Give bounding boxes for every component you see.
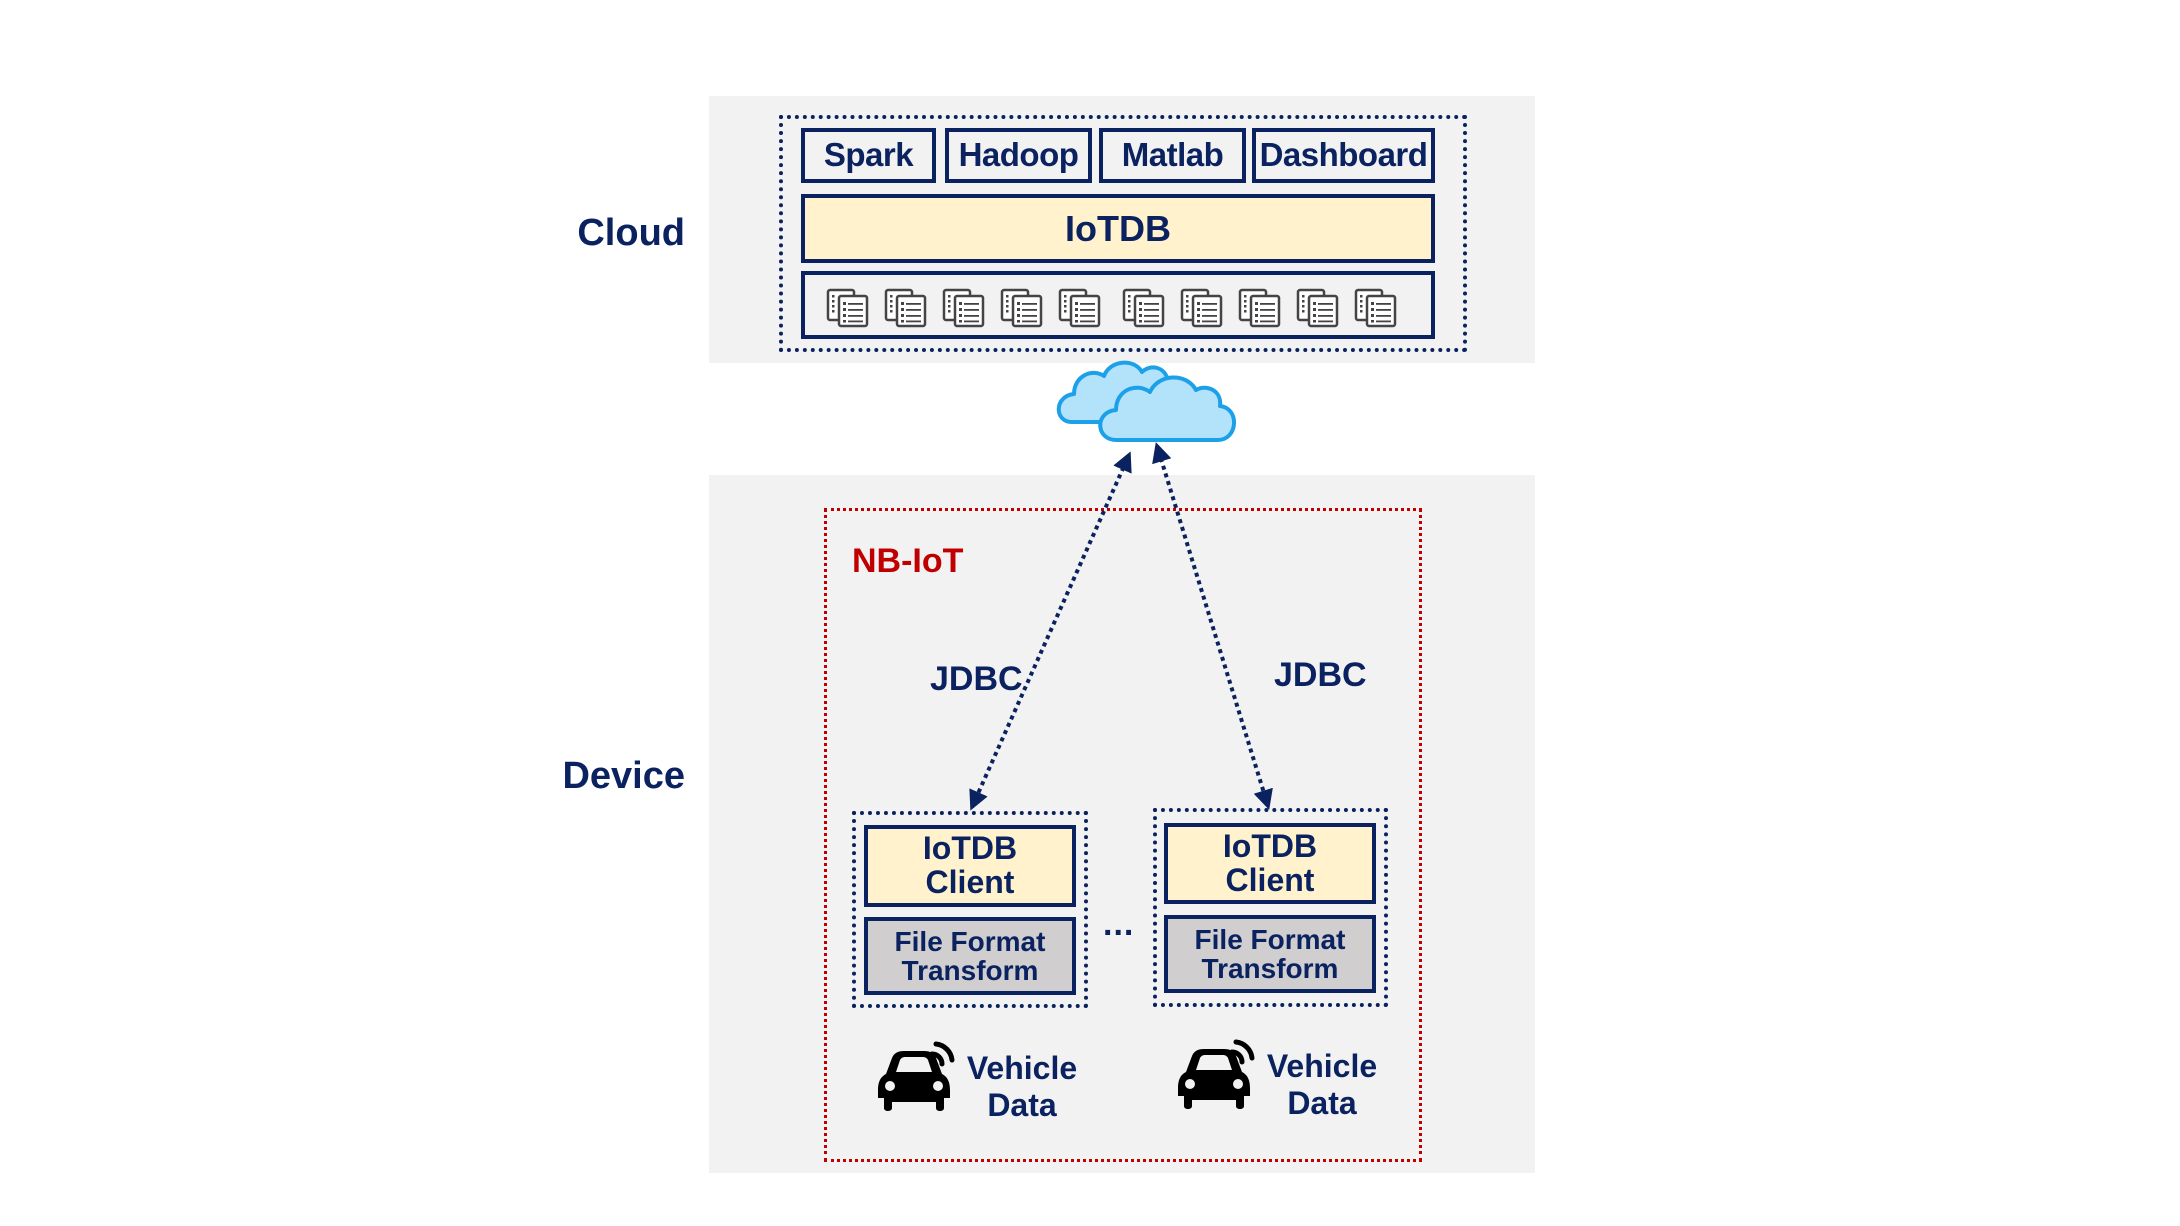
document-stack-icon	[1122, 288, 1166, 328]
nbiot-label: NB-IoT	[852, 542, 964, 580]
document-stack-icon	[1180, 288, 1224, 328]
tool-dashboard[interactable]: Dashboard	[1252, 128, 1435, 183]
vehicle-1-line1: Vehicle	[966, 1050, 1078, 1086]
transform-2-line2: Transform	[1201, 953, 1339, 984]
transform-2-line1: File Format	[1194, 923, 1346, 955]
transform-1-line1: File Format	[894, 925, 1046, 957]
jdbc-arrow-right	[1152, 442, 1273, 810]
client-1-line1: IoTDB	[922, 830, 1018, 867]
transform-1-line2: Transform	[901, 955, 1039, 986]
vehicle-2-line1: Vehicle	[1266, 1048, 1378, 1084]
connected-car-icon	[878, 1041, 955, 1111]
device-node-2	[1153, 808, 1388, 1007]
tool-spark[interactable]: Spark	[801, 128, 936, 183]
cloud-server-group	[779, 115, 1467, 352]
vehicle-data-label-1: Vehicle Data	[962, 1050, 1082, 1124]
jdbc-arrow-left	[969, 451, 1132, 811]
device-layer-label: Device	[562, 754, 685, 797]
vehicle-1-line2: Data	[987, 1086, 1057, 1123]
cloud-layer-label: Cloud	[577, 211, 685, 254]
client-2-line2: Client	[1225, 861, 1315, 898]
client-1-line2: Client	[925, 864, 1015, 900]
connected-car-icon	[1178, 1039, 1255, 1109]
vehicle-data-label-2: Vehicle Data	[1262, 1048, 1382, 1122]
cloud-icon	[1056, 360, 1236, 442]
iotdb-server[interactable]: IoTDB	[801, 194, 1435, 263]
tool-hadoop[interactable]: Hadoop	[945, 128, 1092, 183]
jdbc-label-right: JDBC	[1274, 656, 1367, 694]
device-node-1	[852, 811, 1088, 1008]
more-devices-ellipsis: ...	[1103, 905, 1135, 943]
document-stack-icon	[1000, 288, 1044, 328]
iotdb-client-1[interactable]: IoTDB Client	[864, 825, 1076, 907]
iotdb-client-2[interactable]: IoTDB Client	[1164, 823, 1376, 904]
tool-matlab[interactable]: Matlab	[1099, 128, 1246, 183]
client-2-line1: IoTDB	[1222, 827, 1318, 864]
document-stack-icon	[942, 288, 986, 328]
document-stack-icon	[1296, 288, 1340, 328]
file-format-transform-1[interactable]: File Format Transform	[864, 917, 1076, 995]
cloud-front-shape	[1098, 375, 1236, 442]
file-format-transform-2[interactable]: File Format Transform	[1164, 915, 1376, 993]
vehicle-2-line2: Data	[1287, 1084, 1357, 1121]
document-stack-icon	[1354, 288, 1398, 328]
document-stack-icon	[1238, 288, 1282, 328]
document-stack-icon	[826, 288, 870, 328]
document-stack-icon	[1058, 288, 1102, 328]
document-stack-icon	[884, 288, 928, 328]
